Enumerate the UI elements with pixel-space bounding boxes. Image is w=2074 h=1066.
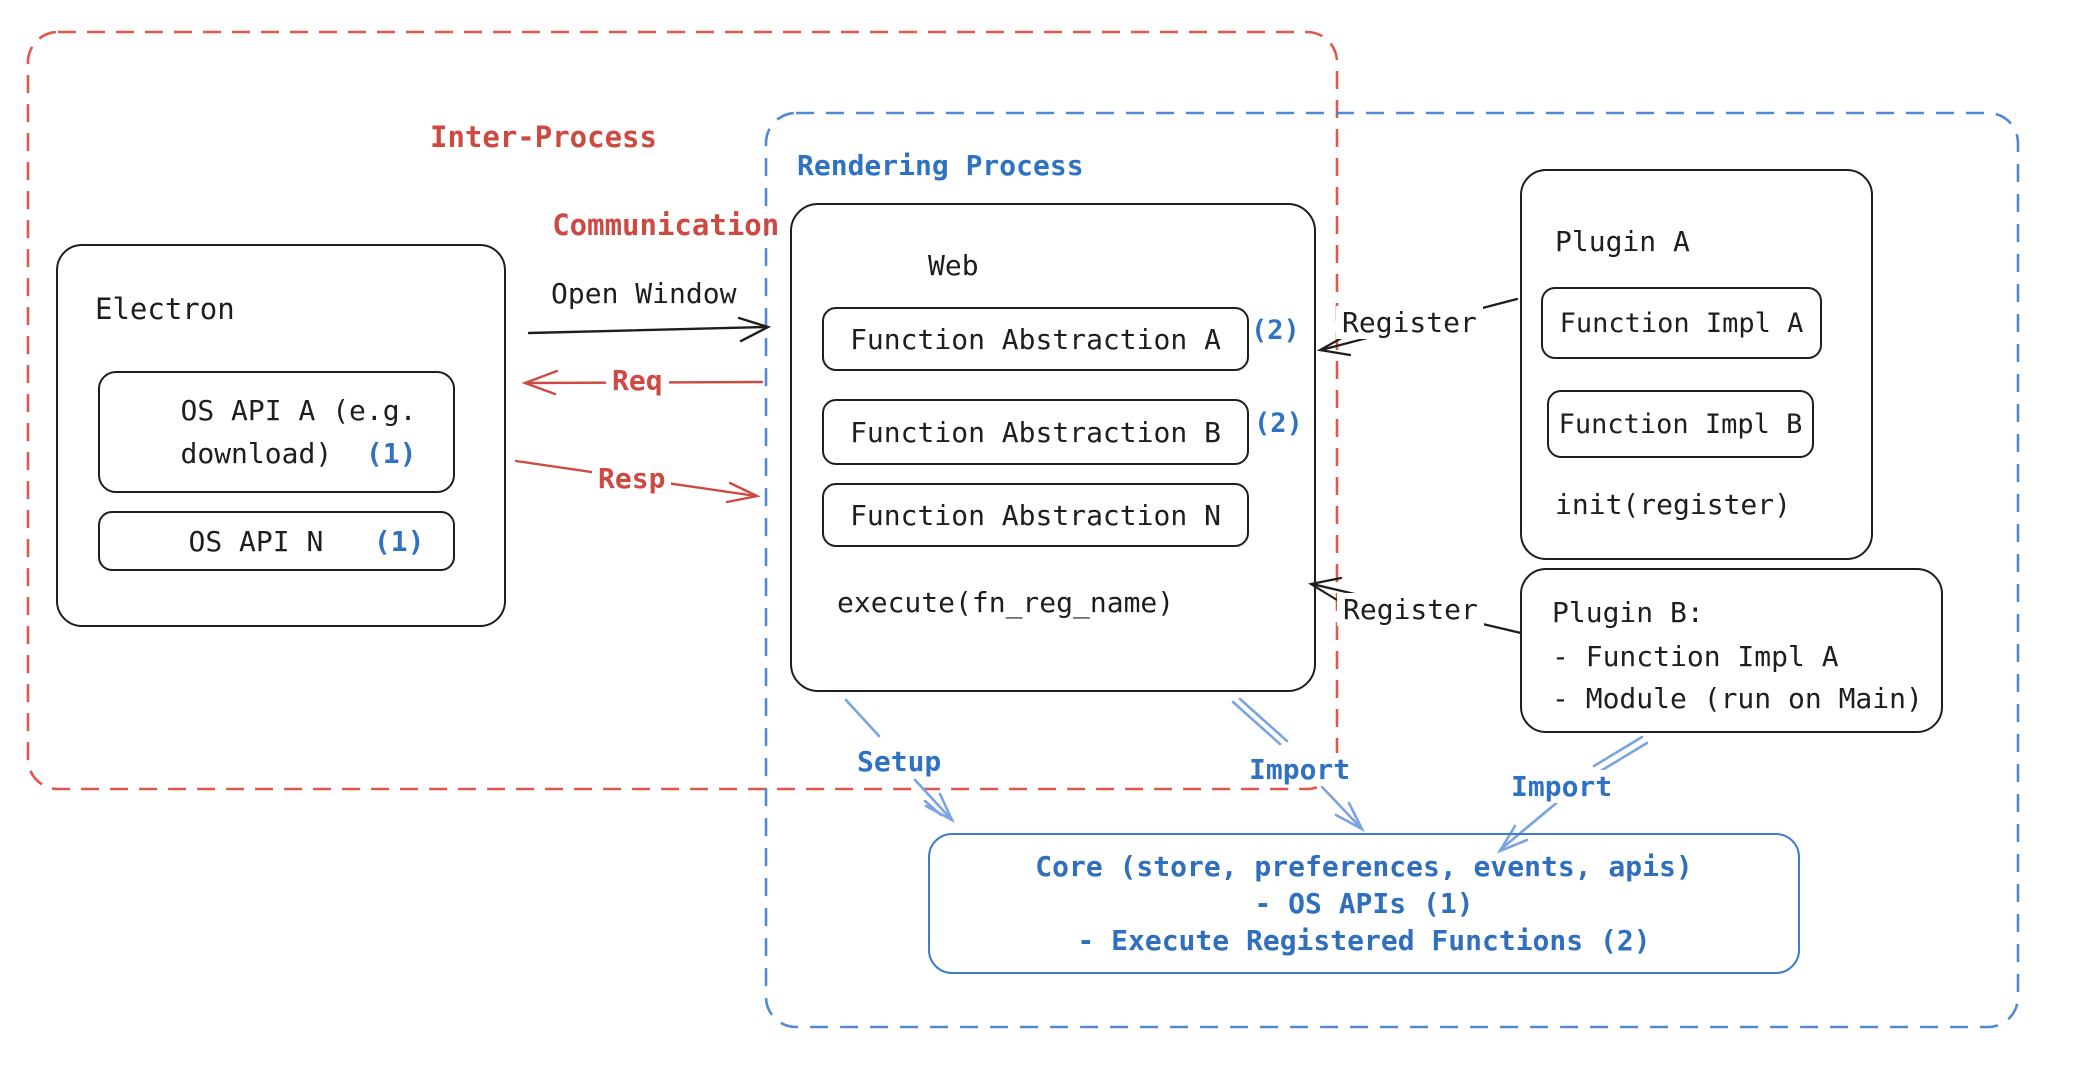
function-impl-b-label: Function Impl B bbox=[1558, 408, 1803, 440]
import-web-arrow bbox=[1231, 697, 1365, 833]
import-plugin-label: Import bbox=[1505, 770, 1619, 803]
web-node bbox=[790, 203, 1316, 692]
function-abstraction-a-node: Function Abstraction A bbox=[822, 307, 1249, 371]
plugin-b-title: Plugin B: bbox=[1552, 596, 1704, 629]
function-abstraction-b-label: Function Abstraction B bbox=[850, 415, 1221, 449]
function-abstraction-a-badge: (2) bbox=[1251, 315, 1300, 346]
ipc-region-label: Inter-Process Communication bbox=[430, 115, 779, 247]
function-impl-a-node: Function Impl A bbox=[1541, 287, 1822, 359]
ipc-label-line2: Communication bbox=[552, 208, 780, 242]
electron-node bbox=[56, 244, 506, 627]
req-label: Req bbox=[606, 364, 669, 397]
core-line-1: Core (store, preferences, events, apis) bbox=[1035, 850, 1693, 883]
plugin-b-item-module: - Module (run on Main) bbox=[1552, 682, 1923, 715]
function-impl-b-node: Function Impl B bbox=[1547, 390, 1814, 458]
plugin-a-title: Plugin A bbox=[1555, 225, 1690, 258]
resp-label: Resp bbox=[592, 462, 672, 495]
function-abstraction-n-label: Function Abstraction N bbox=[850, 498, 1221, 532]
rendering-process-label: Rendering Process bbox=[797, 149, 1084, 182]
core-line-2: - OS APIs (1) bbox=[1254, 887, 1474, 920]
spacer bbox=[332, 437, 366, 470]
function-abstraction-b-node: Function Abstraction B bbox=[822, 399, 1249, 465]
init-register-text: init(register) bbox=[1555, 488, 1792, 521]
plugin-a-node bbox=[1520, 169, 1873, 560]
open-window-label: Open Window bbox=[551, 277, 737, 310]
os-api-n-badge: (1) bbox=[373, 524, 425, 558]
open-window-arrow bbox=[527, 316, 772, 343]
electron-title: Electron bbox=[95, 292, 235, 326]
import-web-label: Import bbox=[1243, 753, 1357, 786]
rendering-process-boundary bbox=[764, 111, 2020, 1029]
os-api-a-line1: OS API A (e.g. bbox=[180, 394, 417, 427]
os-api-a-node: OS API A (e.g. download) (1) bbox=[98, 371, 455, 493]
register-a-label: Register bbox=[1336, 306, 1483, 339]
register-b-label: Register bbox=[1337, 593, 1484, 626]
web-title: Web bbox=[928, 249, 979, 282]
function-abstraction-a-label: Function Abstraction A bbox=[850, 322, 1221, 356]
core-line-3: - Execute Registered Functions (2) bbox=[1077, 924, 1651, 957]
execute-function-text: execute(fn_reg_name) bbox=[837, 586, 1175, 619]
os-api-n-label: OS API N bbox=[188, 524, 324, 558]
setup-arrow bbox=[844, 698, 955, 823]
setup-label: Setup bbox=[851, 745, 948, 778]
plugin-b-item-impl-a: - Function Impl A bbox=[1552, 640, 1839, 673]
spacer bbox=[323, 525, 374, 558]
os-api-n-node: OS API N (1) bbox=[98, 511, 455, 571]
plugin-b-node bbox=[1520, 568, 1943, 733]
core-node: Core (store, preferences, events, apis) … bbox=[928, 833, 1800, 974]
ipc-boundary bbox=[26, 30, 1339, 791]
os-api-a-line2: download) bbox=[180, 437, 333, 470]
function-abstraction-b-badge: (2) bbox=[1254, 408, 1303, 439]
ipc-label-line1: Inter-Process bbox=[430, 120, 657, 154]
os-api-a-badge: (1) bbox=[365, 437, 417, 470]
function-abstraction-n-node: Function Abstraction N bbox=[822, 483, 1249, 547]
function-impl-a-label: Function Impl A bbox=[1559, 307, 1804, 339]
